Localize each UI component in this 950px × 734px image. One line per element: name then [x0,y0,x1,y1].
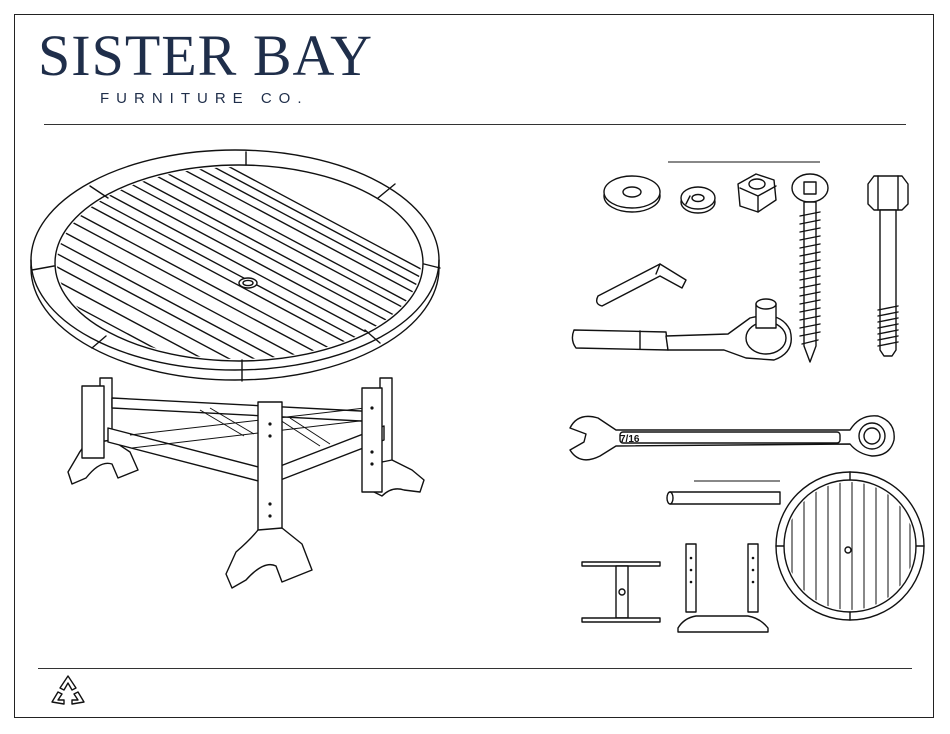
socket-wrench-icon [572,299,791,360]
recycle-icon [48,672,88,710]
flat-washer-icon [604,176,660,212]
brand-logo: SISTER BAY FURNITURE CO. [38,24,398,107]
allen-key-icon [597,264,686,306]
combination-wrench-icon: 7/16 [570,416,894,460]
brand-name: SISTER BAY [38,24,398,88]
footer-divider [38,668,912,669]
assembled-table-illustration [20,140,490,600]
leg-frame-icon [678,544,768,632]
wrench-size-label: 7/16 [620,434,640,445]
table-base [68,378,424,588]
brand-subtitle: FURNITURE CO. [100,90,398,107]
tabletop-topview-icon [776,472,924,620]
lock-washer-icon [681,187,715,213]
hex-bolt-icon [868,176,908,356]
trestle-frame-icon [582,562,660,622]
lag-screw-icon [792,174,828,362]
hardware-illustrations: 7/16 [560,150,930,660]
header-divider [44,124,906,125]
hex-nut-icon [738,174,776,212]
dowel-icon [667,481,780,504]
